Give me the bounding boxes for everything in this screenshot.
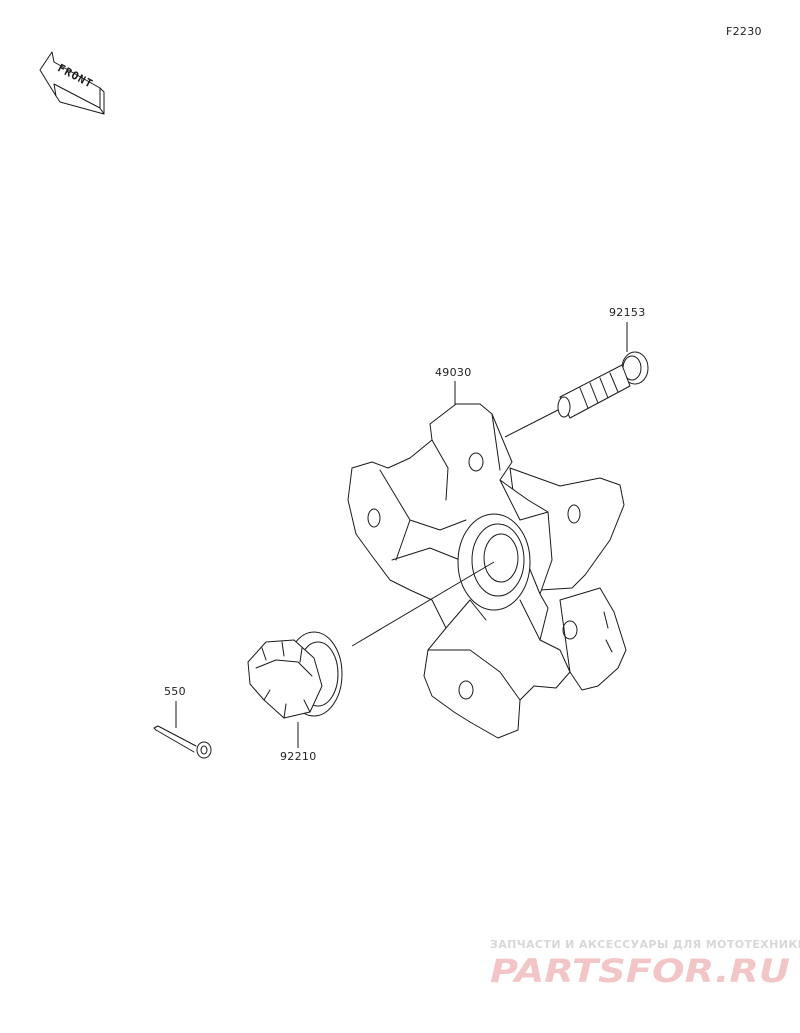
watermark-brand: PARTSFOR.RU [490,952,790,990]
castle-nut-92210[interactable] [247,631,343,719]
figure-code: F2230 [726,25,762,38]
front-arrow-icon: FRONT [39,51,105,115]
part-label-92153[interactable]: 92153 [609,306,646,319]
cotter-pin-550[interactable] [153,725,212,759]
part-label-49030[interactable]: 49030 [435,366,472,379]
watermark-tagline: ЗАПЧАСТИ И АКСЕССУАРЫ ДЛЯ МОТОТЕХНИКИ [490,938,800,951]
wheel-stud-92153[interactable] [504,351,649,438]
part-label-92210[interactable]: 92210 [280,750,317,763]
part-label-550[interactable]: 550 [164,685,186,698]
wheel-hub-49030[interactable] [347,403,627,739]
